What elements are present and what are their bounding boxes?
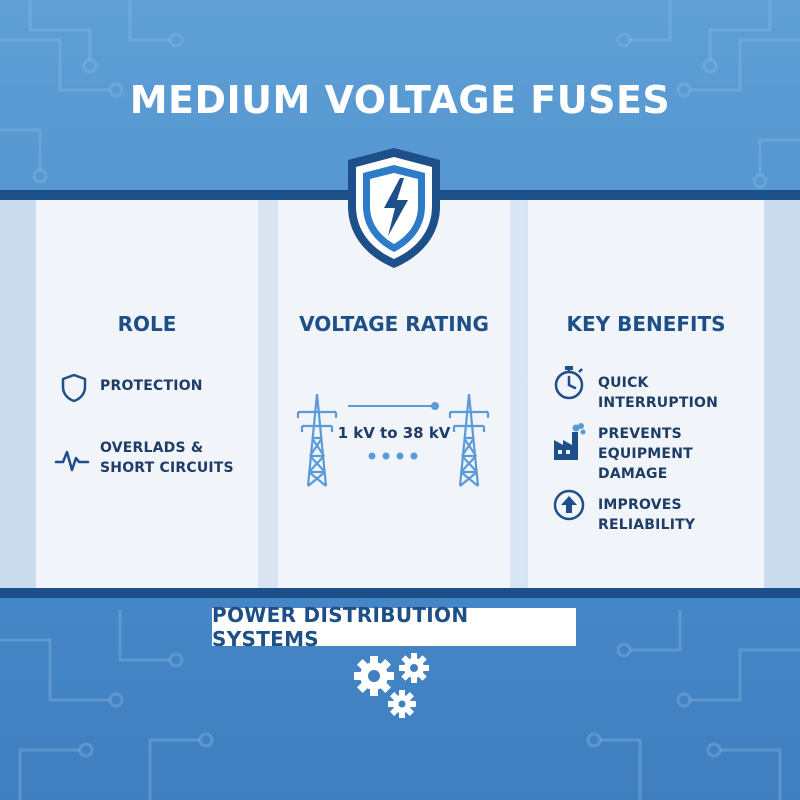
transmission-tower-icon xyxy=(296,393,338,487)
benefit-item-label: IMPROVES RELIABILITY xyxy=(598,497,696,533)
role-item-label: PROTECTION xyxy=(100,378,203,394)
transmission-tower-icon xyxy=(448,393,490,487)
voltage-range: 1 kV to 38 kV xyxy=(337,424,451,442)
benefits-heading: KEY BENEFITS xyxy=(566,312,726,336)
shield-outline-icon xyxy=(61,373,87,403)
bottom-divider xyxy=(0,588,800,598)
benefit-item-reliability: IMPROVES RELIABILITY xyxy=(552,488,764,535)
page-title: MEDIUM VOLTAGE FUSES xyxy=(129,78,671,122)
voltage-heading: VOLTAGE RATING xyxy=(299,312,489,336)
stopwatch-icon xyxy=(554,366,584,400)
benefit-item-quick-interruption: QUICK INTERRUPTION xyxy=(552,364,764,413)
footer-label: POWER DISTRIBUTION SYSTEMS xyxy=(212,603,576,651)
dots-icon xyxy=(368,452,418,460)
benefits-panel: KEY BENEFITS QUICK INTERRUPTION PREVENTS… xyxy=(528,200,764,588)
benefit-item-prevents-damage: PREVENTS EQUIPMENT DAMAGE xyxy=(552,422,764,484)
role-panel: ROLE PROTECTION OVERLADS & SHORT CIRCUIT… xyxy=(36,200,258,588)
benefit-item-label: QUICK INTERRUPTION xyxy=(598,375,719,411)
factory-icon xyxy=(554,423,586,460)
gears-icon xyxy=(354,653,429,718)
role-item-label: OVERLADS & SHORT CIRCUITS xyxy=(100,440,234,476)
pulse-icon xyxy=(54,450,90,472)
connection-line-icon xyxy=(348,402,439,410)
role-item-overloads: OVERLADS & SHORT CIRCUITS xyxy=(54,438,234,478)
lightning-bolt-shield-icon xyxy=(348,148,440,268)
arrow-up-circle-icon xyxy=(553,489,585,521)
role-heading: ROLE xyxy=(117,312,177,336)
role-item-protection: PROTECTION xyxy=(58,372,203,404)
benefit-item-label: PREVENTS EQUIPMENT DAMAGE xyxy=(598,426,693,482)
